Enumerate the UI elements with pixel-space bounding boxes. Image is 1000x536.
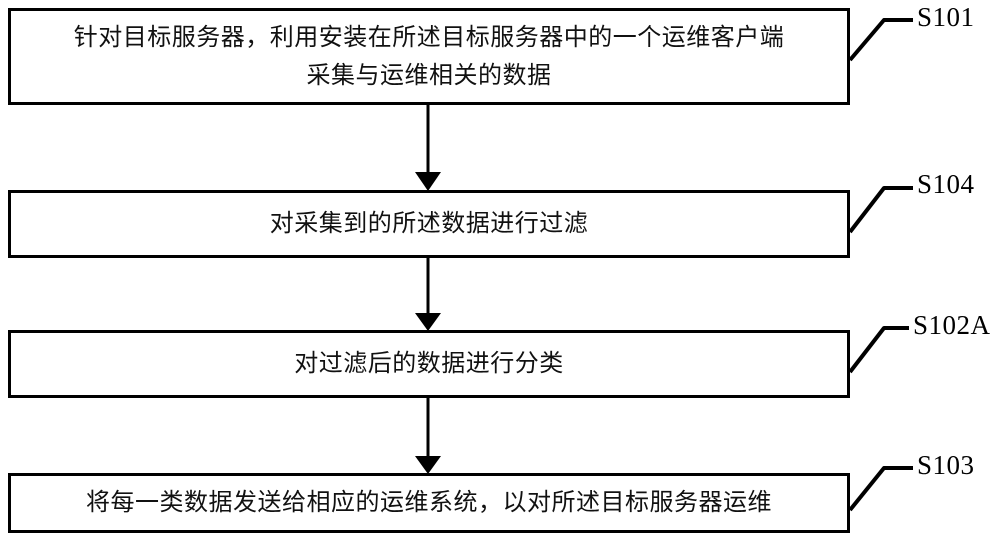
connector-s104-to-s102a [415,258,441,331]
step-text-s103: 将每一类数据发送给相应的运维系统，以对所述目标服务器运维 [86,488,772,517]
connector-s101-to-s104 [415,105,441,191]
leader-line-s104 [848,186,913,234]
leader-line-s101 [848,18,913,62]
reference-label-s103: S103 [917,450,975,480]
reference-label-s101: S101 [917,2,975,32]
step-text-s104: 对采集到的所述数据进行过滤 [269,209,589,238]
leader-line-s102a [848,326,909,374]
reference-label-s102a: S102A [913,310,991,340]
connector-s102a-to-s103 [415,398,441,474]
step-text-s102a: 对过滤后的数据进行分类 [294,349,564,378]
flowchart-step-s102a: 对过滤后的数据进行分类 [8,330,850,398]
step-text-s101: 针对目标服务器，利用安装在所述目标服务器中的一个运维客户端 采集与运维相关的数据 [73,23,785,89]
flowchart-step-s101: 针对目标服务器，利用安装在所述目标服务器中的一个运维客户端 采集与运维相关的数据 [8,8,850,105]
flowchart-step-s104: 对采集到的所述数据进行过滤 [8,190,850,258]
flowchart-step-s103: 将每一类数据发送给相应的运维系统，以对所述目标服务器运维 [8,473,850,533]
leader-line-s103 [848,466,913,512]
reference-label-s104: S104 [917,169,975,199]
